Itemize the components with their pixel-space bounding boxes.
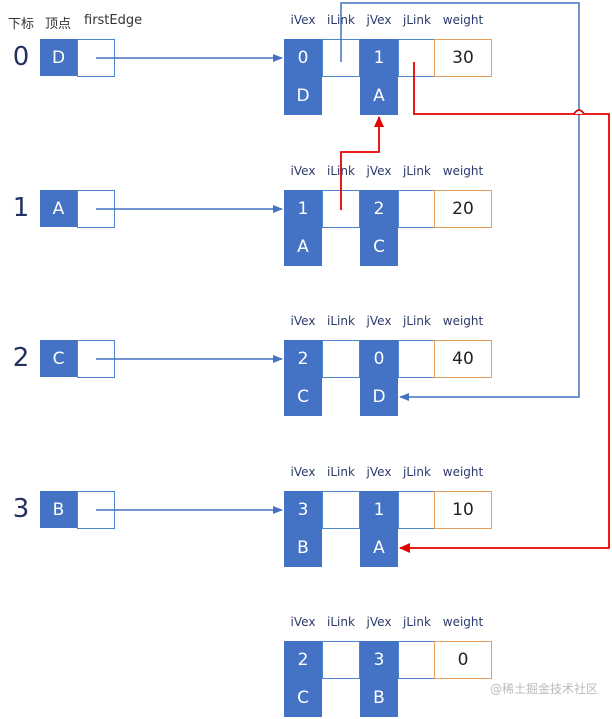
jvex-cell: 1 [360,491,398,529]
vertex-node: B [40,491,77,528]
ilink-label: iLink [327,314,355,328]
vertex-index: 1 [12,193,30,223]
jvex-name-cell: B [360,679,398,717]
jlink-label: jLink [403,164,431,178]
ivex-cell: 0 [284,39,322,77]
jvex-name-cell: D [360,378,398,416]
ivex-label: iVex [290,314,316,328]
ivex-name-cell: C [284,378,322,416]
ilink-cell [322,491,360,529]
weight-label: weight [442,615,484,629]
jvex-name-cell: A [360,77,398,115]
jvex-cell: 1 [360,39,398,77]
line-crossing-hop [573,109,585,115]
header-vertex: 顶点 [45,17,72,32]
ivex-cell: 2 [284,340,322,378]
weight-cell: 0 [434,641,492,679]
weight-label: weight [442,314,484,328]
jlink-cell [398,39,436,77]
vertex-node: C [40,340,77,377]
weight-cell: 20 [434,190,492,228]
jlink-label: jLink [403,465,431,479]
jvex-label: jVex [366,465,392,479]
ivex-name-cell: C [284,679,322,717]
jlink-label: jLink [403,314,431,328]
ivex-name-cell: A [284,228,322,266]
jvex-name-cell: A [360,529,398,567]
jlink-label: jLink [403,615,431,629]
ilink-cell [322,641,360,679]
ivex-cell: 2 [284,641,322,679]
jvex-cell: 2 [360,190,398,228]
ilink-label: iLink [327,465,355,479]
ivex-cell: 3 [284,491,322,529]
ilink-arrow-d [340,2,580,401]
vertex-node: D [40,39,77,76]
jvex-label: jVex [366,13,392,27]
weight-label: weight [442,164,484,178]
ilink-cell [322,340,360,378]
ilink-label: iLink [327,615,355,629]
ivex-label: iVex [290,13,316,27]
ivex-cell: 1 [284,190,322,228]
vertex-node: A [40,190,77,227]
ivex-name-cell: D [284,77,322,115]
jlink-label: jLink [403,13,431,27]
ivex-label: iVex [290,465,316,479]
header-first-edge: firstEdge [84,13,143,28]
jvex-name-cell: C [360,228,398,266]
vertex-index: 3 [12,494,30,524]
weight-cell: 30 [434,39,492,77]
jvex-label: jVex [366,615,392,629]
jvex-cell: 0 [360,340,398,378]
ilink-arrow-a [340,116,384,210]
jlink-cell [398,491,436,529]
weight-cell: 10 [434,491,492,529]
header-index: 下标 [8,17,35,32]
weight-label: weight [442,465,484,479]
weight-cell: 40 [434,340,492,378]
vertex-index: 0 [12,42,30,72]
watermark: @稀土掘金技术社区 [489,682,598,696]
jvex-label: jVex [366,314,392,328]
vertex-index: 2 [12,343,30,373]
ivex-name-cell: B [284,529,322,567]
weight-label: weight [442,13,484,27]
ivex-label: iVex [290,164,316,178]
jvex-cell: 3 [360,641,398,679]
jlink-arrow-a [399,62,610,553]
jvex-label: jVex [366,164,392,178]
ivex-label: iVex [290,615,316,629]
